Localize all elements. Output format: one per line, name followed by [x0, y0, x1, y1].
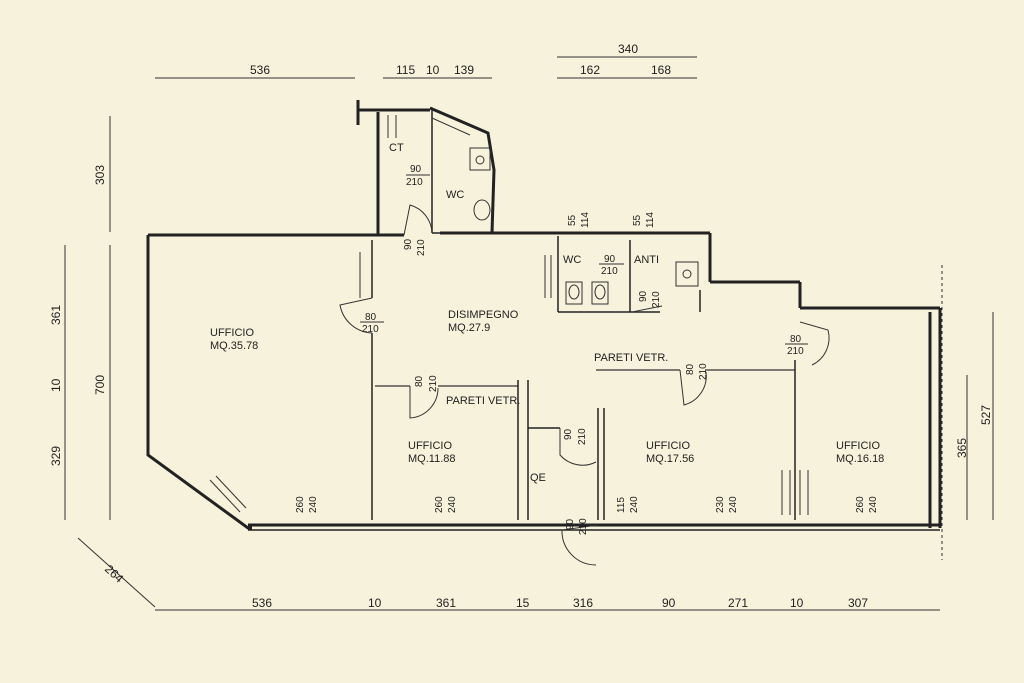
- opening-g-w: 90: [565, 518, 576, 530]
- dim-top-536: 536: [250, 63, 270, 77]
- fixtures: [469, 147, 699, 305]
- dimension-lines: [64, 56, 994, 611]
- opening-i-w: 55: [632, 214, 643, 226]
- door-swings: [339, 117, 830, 566]
- dim-left-361: 361: [49, 305, 63, 325]
- room-name-ufficio-a: UFFICIO: [210, 327, 254, 339]
- opening-k-w: 90: [638, 290, 649, 302]
- opening-a-w: 90: [403, 238, 414, 250]
- window-4-h: 240: [728, 496, 739, 513]
- room-area-ufficio-c: MQ.17.56: [646, 453, 694, 465]
- window-2-w: 260: [434, 496, 445, 513]
- dim-left-329: 329: [49, 446, 63, 466]
- dim-bottom-307: 307: [848, 596, 868, 610]
- room-area-ufficio-b: MQ.11.88: [408, 453, 456, 465]
- room-name-ufficio-c: UFFICIO: [646, 440, 690, 452]
- opening-i-h: 114: [645, 212, 656, 228]
- opening-b-h: 210: [362, 324, 379, 335]
- opening-j-w: 90: [604, 254, 616, 265]
- opening-e-w: 80: [790, 334, 802, 345]
- dim-left-303: 303: [93, 165, 107, 185]
- dim-top-10: 10: [426, 63, 440, 77]
- window-2-h: 240: [447, 496, 458, 513]
- opening-wc-top-w: 90: [410, 164, 422, 175]
- opening-h-h: 114: [580, 212, 591, 228]
- dim-top-162: 162: [580, 63, 600, 77]
- dim-bottom-316: 316: [573, 596, 593, 610]
- room-area-disimpegno: MQ.27.9: [448, 322, 490, 334]
- washbasin-icon: [469, 147, 491, 171]
- room-name-ufficio-d: UFFICIO: [836, 440, 880, 452]
- dim-bottom-90: 90: [662, 596, 676, 610]
- room-name-wc-top: WC: [446, 189, 464, 201]
- dim-bottom-10: 10: [368, 596, 382, 610]
- opening-c-h: 210: [428, 375, 439, 392]
- dim-right-527: 527: [979, 405, 993, 425]
- dim-left-10: 10: [49, 378, 63, 392]
- room-name-disimpegno: DISIMPEGNO: [448, 309, 519, 321]
- dim-bottom-15: 15: [516, 596, 530, 610]
- room-area-ufficio-d: MQ.16.18: [836, 453, 884, 465]
- dim-top-340: 340: [618, 42, 638, 56]
- dim-bottom-10b: 10: [790, 596, 804, 610]
- opening-dimensions: 90 210 90 210 80 210 80 210 80 210 80 21…: [295, 164, 879, 535]
- opening-f-w: 90: [563, 428, 574, 440]
- opening-e-h: 210: [787, 346, 804, 357]
- opening-a-h: 210: [416, 239, 427, 256]
- toilet-icon: [565, 281, 583, 305]
- opening-d-h: 210: [698, 363, 709, 380]
- washbasin-icon: [675, 261, 699, 287]
- window-3-w: 115: [616, 497, 627, 513]
- room-area-ufficio-a: MQ.35.78: [210, 340, 258, 352]
- dim-bottom-536: 536: [252, 596, 272, 610]
- window-4-w: 230: [715, 496, 726, 513]
- opening-h-w: 55: [567, 214, 578, 226]
- opening-k-h: 210: [651, 291, 662, 308]
- opening-g-h: 210: [578, 518, 589, 535]
- window-5-h: 240: [868, 496, 879, 513]
- dim-left-700: 700: [93, 375, 107, 395]
- bidet-icon: [591, 281, 609, 305]
- opening-j-h: 210: [601, 266, 618, 277]
- opening-f-h: 210: [577, 428, 588, 445]
- window-5-w: 260: [855, 496, 866, 513]
- opening-b-w: 80: [365, 312, 377, 323]
- label-pareti-vetr-2: PARETI VETR.: [594, 352, 668, 364]
- dim-top-115: 115: [396, 63, 415, 77]
- opening-c-w: 80: [414, 375, 425, 387]
- window-3-h: 240: [629, 496, 640, 513]
- opening-wc-top-h: 210: [406, 177, 423, 188]
- toilet-icon: [473, 199, 491, 221]
- dim-bottom-271: 271: [728, 596, 748, 610]
- label-pareti-vetr-1: PARETI VETR.: [446, 395, 520, 407]
- dim-right-365: 365: [955, 438, 969, 458]
- room-name-ct: CT: [389, 142, 404, 154]
- room-name-wc-mid: WC: [563, 254, 581, 266]
- room-name-anti: ANTI: [634, 254, 659, 266]
- room-name-qe: QE: [530, 472, 546, 484]
- dim-top-168: 168: [651, 63, 671, 77]
- dim-top-139: 139: [454, 63, 474, 77]
- dim-bottom-361: 361: [436, 596, 456, 610]
- room-name-ufficio-b: UFFICIO: [408, 440, 452, 452]
- window-1-w: 260: [295, 496, 306, 513]
- opening-d-w: 80: [685, 363, 696, 375]
- dim-diagonal-264: 264: [102, 562, 126, 586]
- walls: [146, 100, 943, 560]
- window-1-h: 240: [308, 496, 319, 513]
